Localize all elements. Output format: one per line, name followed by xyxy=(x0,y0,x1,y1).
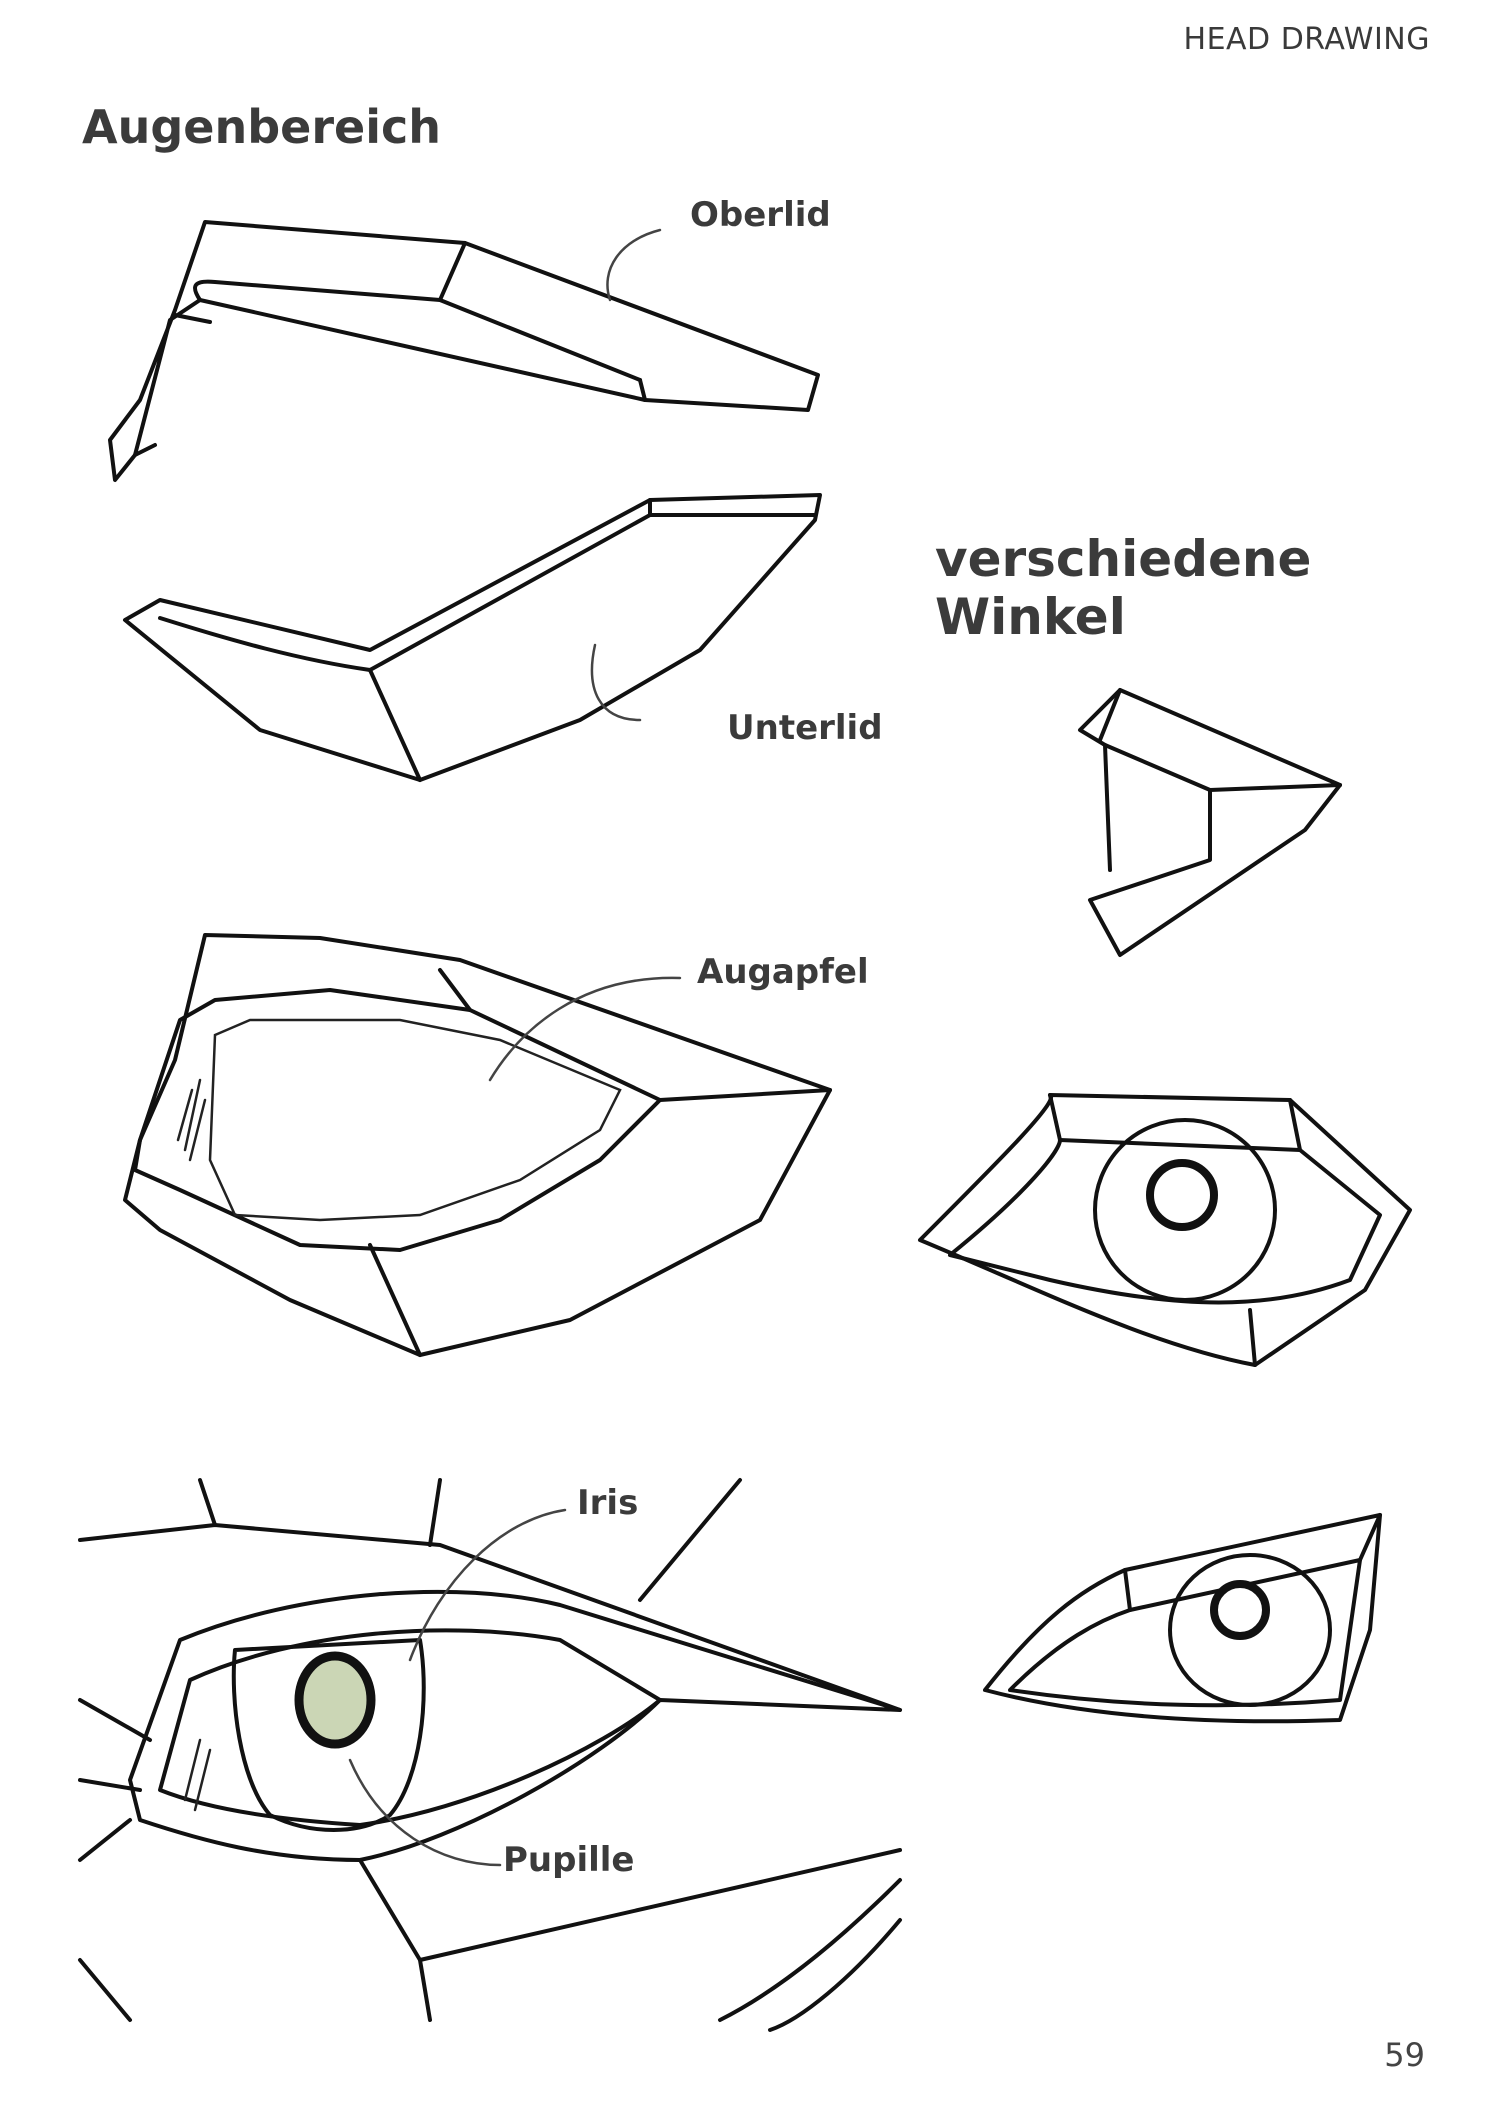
angle-view-3 xyxy=(983,1513,1382,1724)
eyeball-fill xyxy=(208,1018,622,1222)
label-oberlid: Oberlid xyxy=(690,195,831,235)
leader-unterlid xyxy=(590,643,642,722)
page-title: Augenbereich xyxy=(82,100,442,154)
label-unterlid: Unterlid xyxy=(727,708,883,748)
leader-augapfel xyxy=(488,976,682,1082)
pupil xyxy=(294,1651,376,1749)
lower-lid-fill xyxy=(123,493,822,782)
upper-lid-fill xyxy=(108,220,820,482)
leader-iris xyxy=(408,1508,567,1662)
page-number: 59 xyxy=(1384,2036,1425,2074)
angle-view-1 xyxy=(1078,688,1342,957)
section-title-angles: verschiedene Winkel xyxy=(935,530,1312,646)
label-pupille: Pupille xyxy=(503,1840,635,1880)
leader-oberlid xyxy=(606,228,662,302)
leader-pupille xyxy=(348,1758,502,1867)
iris-closeup-illustration xyxy=(78,1478,902,2032)
label-augapfel: Augapfel xyxy=(697,952,869,992)
label-iris: Iris xyxy=(577,1483,639,1523)
upper-lid-illustration xyxy=(108,220,820,482)
running-header: HEAD DRAWING xyxy=(1183,22,1430,57)
lower-lid-illustration xyxy=(123,493,822,782)
iris-fill xyxy=(231,1638,426,1832)
angle-view-2 xyxy=(918,1093,1412,1367)
eyeball-illustration xyxy=(123,933,832,1357)
